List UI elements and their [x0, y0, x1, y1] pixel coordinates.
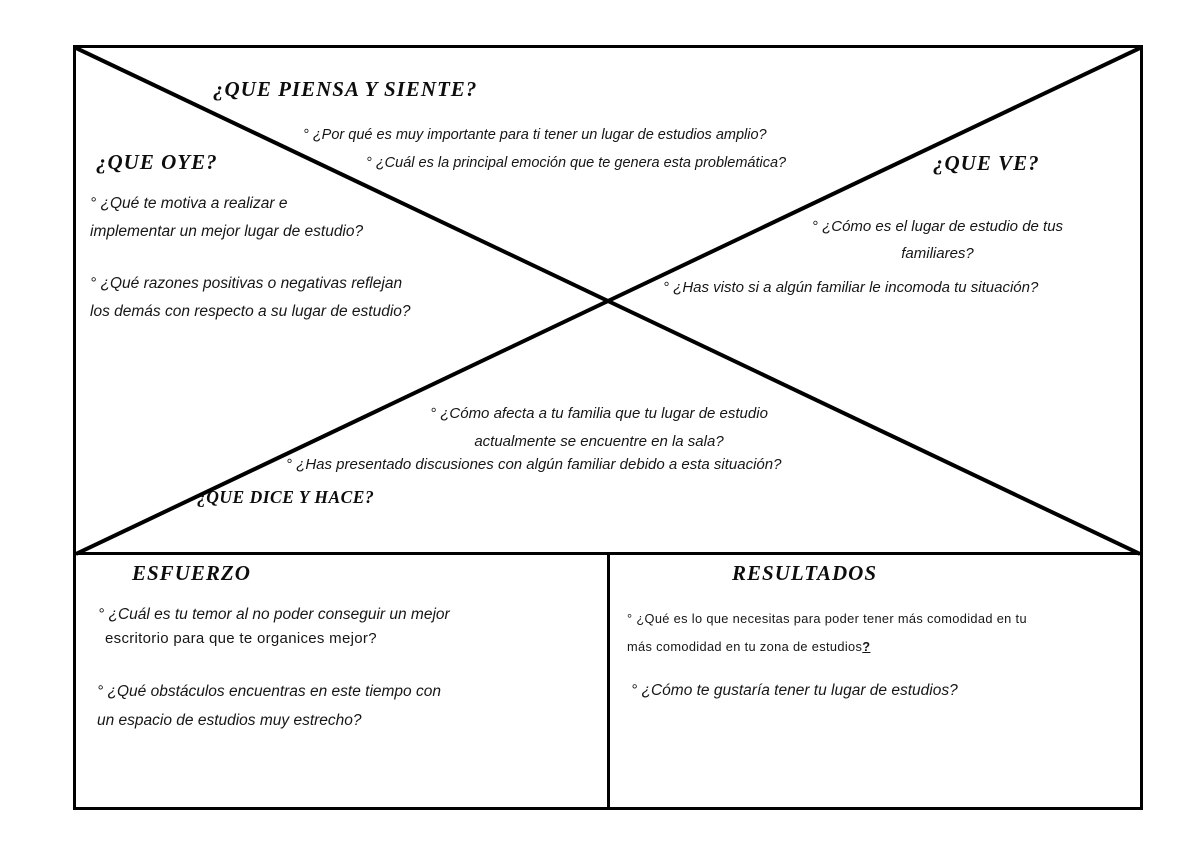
section-title-oye: ¿QUE OYE? — [96, 150, 218, 174]
question-ve-2: ° ¿Has visto si a algún familiar le inco… — [663, 279, 1039, 296]
question-resultados-2: ° ¿Cómo te gustaría tener tu lugar de es… — [631, 682, 958, 699]
section-title-ve: ¿QUE VE? — [933, 151, 1040, 175]
map-frame — [73, 45, 1143, 810]
question-resultados-1-underlined-mark: ? — [862, 639, 871, 654]
section-title-resultados: RESULTADOS — [732, 561, 877, 585]
question-dice-1: ° ¿Cómo afecta a tu familia que tu lugar… — [430, 405, 768, 450]
vertical-divider — [607, 552, 610, 807]
question-ve-1: ° ¿Cómo es el lugar de estudio de tus fa… — [811, 218, 1064, 262]
section-title-dice-y-hace: ¿QUE DICE Y HACE? — [197, 487, 375, 507]
question-esfuerzo-2: ° ¿Qué obstáculos encuentras en este tie… — [97, 683, 441, 729]
question-esfuerzo-1-line2: escritorio para que te organices mejor? — [105, 630, 377, 647]
question-piensa-1: ° ¿Por qué es muy importante para ti ten… — [303, 127, 767, 143]
question-piensa-2: ° ¿Cuál es la principal emoción que te g… — [366, 155, 787, 171]
x-diagonal-lines — [76, 48, 1140, 556]
question-oye-1: ° ¿Qué te motiva a realizar e implementa… — [90, 195, 364, 240]
question-dice-2: ° ¿Has presentado discusiones con algún … — [286, 456, 782, 473]
question-resultados-1: ° ¿Qué es lo que necesitas para poder te… — [627, 605, 1027, 661]
section-title-piensa-y-siente: ¿QUE PIENSA Y SIENTE? — [213, 77, 478, 101]
question-esfuerzo-1-line1: ° ¿Cuál es tu temor al no poder consegui… — [98, 606, 450, 623]
question-oye-2: ° ¿Qué razones positivas o negativas ref… — [90, 275, 411, 320]
section-title-esfuerzo: ESFUERZO — [132, 561, 251, 585]
question-resultados-1-text: ° ¿Qué es lo que necesitas para poder te… — [627, 611, 1027, 654]
